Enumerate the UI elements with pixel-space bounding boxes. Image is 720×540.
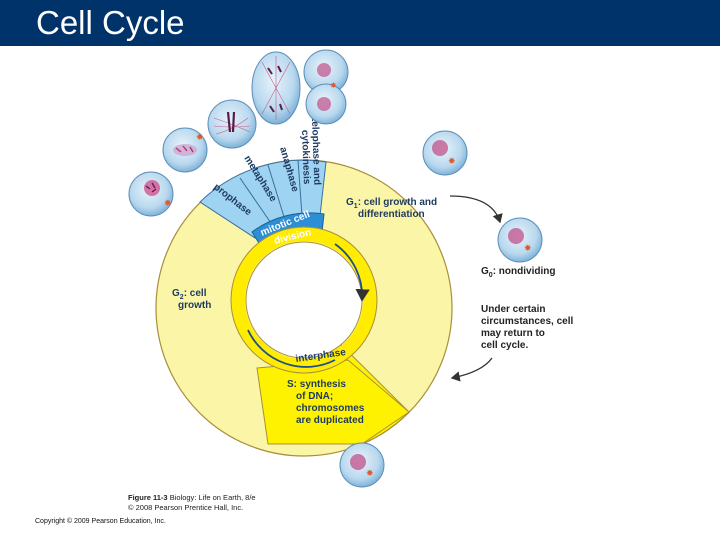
g1-label: G1: cell growth and (346, 197, 437, 210)
cell-illustration-g1: ✸ (422, 130, 468, 176)
g0-label: G0: nondividing (481, 266, 555, 279)
cell-illustration-g0: ✸ (497, 217, 543, 263)
copyright-text: Copyright © 2009 Pearson Education, Inc. (35, 518, 166, 525)
g1-label-line2: differentiation (358, 209, 425, 220)
slide-title: Cell Cycle (36, 4, 185, 41)
svg-text:✸: ✸ (196, 132, 204, 142)
cell-illustration-anaphase (251, 51, 301, 125)
note-line-1: Under certain (481, 304, 545, 315)
cell-illustration-s-phase: ✸ (339, 442, 385, 488)
caption-line-2: © 2008 Pearson Prentice Hall, Inc. (128, 503, 244, 512)
s-label-3: chromosomes (296, 403, 365, 414)
svg-text:✸: ✸ (448, 156, 456, 166)
phase-divider (239, 177, 274, 227)
caption-line-1: Figure 11-3 Biology: Life on Earth, 8/e (128, 493, 256, 503)
figure-caption: Figure 11-3 Biology: Life on Earth, 8/e … (128, 493, 256, 513)
phase-divider (297, 159, 303, 217)
g2-label-line2: growth (178, 300, 211, 311)
cell-illustration-prophase: ✸ (128, 171, 174, 217)
cell-illustration-metaphase (207, 99, 257, 149)
note-line-4: cell cycle. (481, 340, 528, 351)
note-line-3: may return to (481, 328, 545, 339)
title-underline (126, 46, 576, 50)
figure-source: Biology: Life on Earth, 8/e (167, 493, 256, 502)
title-bar (0, 0, 720, 46)
arrow-return-to-cycle (450, 357, 493, 382)
phase-cytokinesis: cytokinesis (299, 130, 312, 185)
cycle-arrow (334, 243, 370, 302)
cell-illustration-early-prophase: ✸ (162, 127, 208, 173)
inner-yellow-ring (231, 227, 377, 373)
svg-text:✸: ✸ (524, 243, 532, 253)
svg-text:✸: ✸ (330, 81, 337, 90)
cycle-arrow (247, 329, 336, 368)
s-label-4: are duplicated (296, 415, 364, 426)
note-line-2: circumstances, cell (481, 316, 573, 327)
phase-divider (267, 164, 286, 221)
figure-number: Figure 11-3 (128, 493, 168, 502)
s-label-1: S: synthesis (287, 379, 346, 390)
phase-telophase: telophase and (309, 118, 322, 186)
svg-text:✸: ✸ (164, 198, 172, 208)
g2-label: G2: cell (172, 288, 207, 301)
s-label-2: of DNA; (296, 391, 333, 402)
svg-text:✸: ✸ (366, 468, 374, 478)
cell-illustration-telophase: ✸ (303, 49, 349, 125)
center-hole (245, 241, 363, 359)
arrow-to-g0 (449, 195, 503, 224)
